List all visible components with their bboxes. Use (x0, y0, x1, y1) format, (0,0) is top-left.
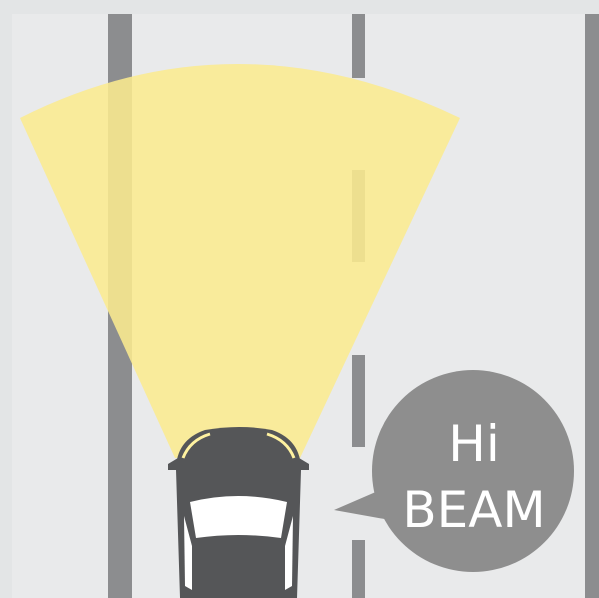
windshield (190, 496, 287, 538)
right-lane-line (585, 14, 599, 598)
bubble-text-line-1: Hi (448, 415, 500, 473)
bubble-text-line-2: BEAM (402, 481, 545, 539)
dash-segment (352, 540, 365, 598)
car-top-view-icon (168, 427, 309, 598)
dash-segment (352, 355, 365, 447)
dash-segment (352, 14, 365, 78)
